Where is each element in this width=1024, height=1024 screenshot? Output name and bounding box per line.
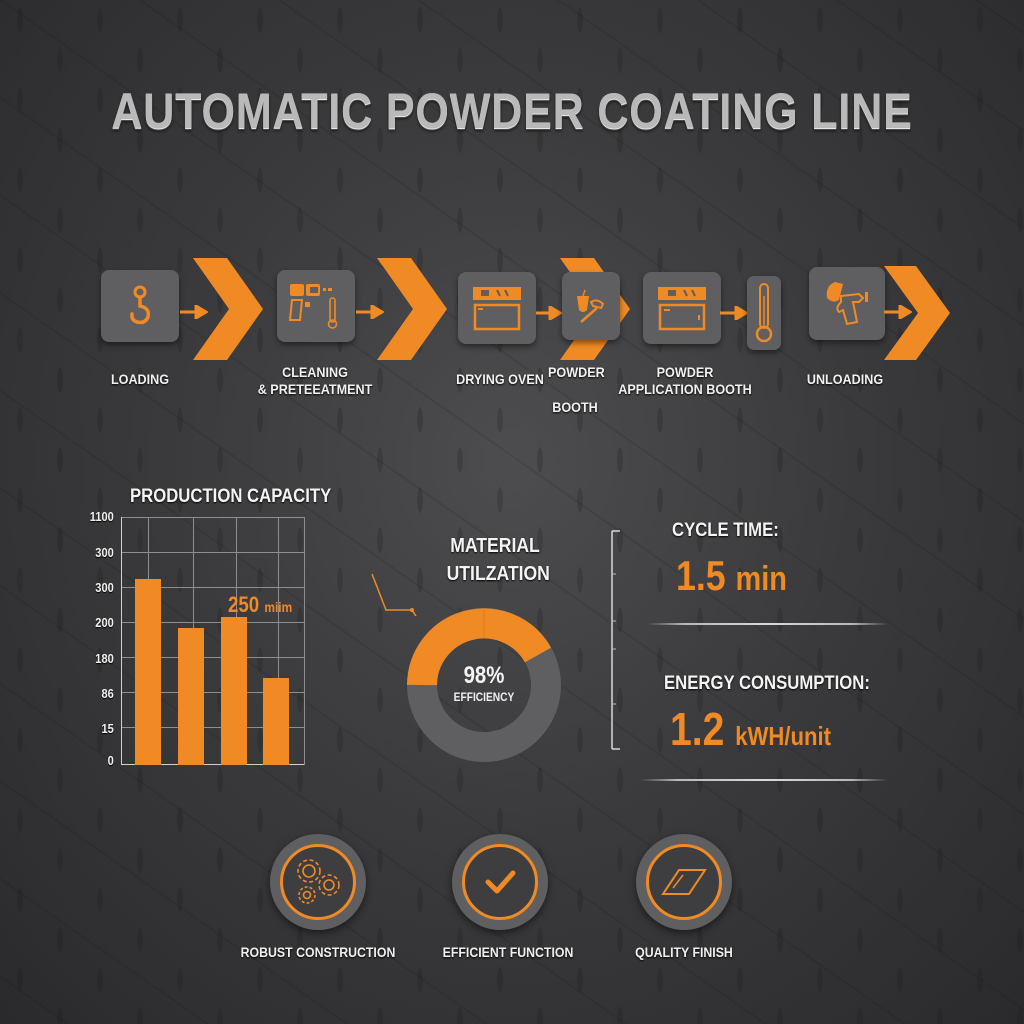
oven-icon	[658, 287, 706, 331]
crane-hook-icon	[130, 285, 151, 325]
chart-plot-area	[121, 517, 305, 765]
energy-consumption-label: ENERGY CONSUMPTION:	[664, 673, 870, 694]
y-tick: 15	[101, 721, 114, 736]
y-tick: 300	[95, 580, 114, 595]
chart-bar[interactable]	[135, 579, 161, 765]
cycle-time-label: CYCLE TIME:	[672, 520, 779, 541]
divider	[640, 779, 888, 781]
step-powder-application-tile[interactable]	[643, 272, 721, 344]
feature-robust-construction[interactable]	[270, 834, 366, 930]
chart-annotation: 250 miim	[228, 592, 293, 617]
powder-booth-icon	[577, 289, 605, 323]
chevron-arrow-icon	[884, 266, 950, 360]
y-tick: 300	[95, 545, 114, 560]
checkmark-icon	[485, 870, 516, 894]
donut-title: MATERIAL UTILZATION	[446, 535, 550, 585]
chart-bar[interactable]	[221, 617, 247, 765]
energy-consumption-value: 1.2 kWH/unit	[670, 703, 831, 755]
flow-arrow-icon	[884, 305, 912, 319]
step-powder-booth-tile[interactable]	[562, 272, 620, 340]
y-tick: 0	[107, 753, 114, 768]
y-tick: 200	[95, 615, 114, 630]
cleaning-equipment-icon	[288, 284, 338, 329]
step-curing-tile[interactable]	[747, 276, 781, 350]
feature-quality-finish[interactable]	[636, 834, 732, 930]
flow-arrow-icon	[356, 305, 384, 319]
step-label-powder-booth: POWDER BOOTH	[548, 364, 605, 415]
feature-label: EFFICIENT FUNCTION	[442, 944, 574, 960]
flow-arrow-icon	[536, 306, 562, 320]
donut-chart[interactable]	[405, 606, 563, 764]
flow-arrow-icon	[720, 306, 748, 320]
donut-center-label: 98% EFFICIENCY	[453, 662, 515, 704]
panel-surface-icon	[661, 869, 707, 895]
step-label-loading: LOADING	[110, 371, 170, 387]
feature-label: ROBUST CONSTRUCTION	[240, 944, 396, 960]
page-title: AUTOMATIC POWDER COATING LINE	[111, 83, 913, 139]
cycle-time-value: 1.5 min	[676, 552, 787, 599]
oven-icon	[473, 287, 521, 331]
pointer-line-icon	[371, 573, 417, 616]
chevron-arrow-icon	[193, 258, 263, 360]
y-tick: 1100	[89, 509, 114, 524]
scale-bracket	[611, 530, 620, 750]
chart-bar[interactable]	[178, 628, 204, 765]
flow-arrow-icon	[180, 305, 208, 319]
chart-title: PRODUCTION CAPACITY	[130, 486, 332, 507]
gears-icon	[297, 859, 340, 904]
chevron-arrow-icon	[377, 258, 447, 360]
step-label-unloading: UNLOADING	[806, 371, 884, 387]
step-label-drying-oven: DRYING OVEN	[456, 371, 544, 387]
thermometer-icon	[755, 283, 773, 343]
step-label-cleaning: CLEANING & PRETEEATMENT	[257, 364, 373, 397]
feature-efficient-function[interactable]	[452, 834, 548, 930]
y-tick: 180	[95, 651, 114, 666]
feature-label: QUALITY FINISH	[635, 944, 733, 960]
chart-bar[interactable]	[263, 678, 289, 765]
step-cleaning-tile[interactable]	[277, 270, 355, 342]
step-drying-oven-tile[interactable]	[458, 272, 536, 344]
spray-gun-icon	[826, 281, 868, 325]
step-loading-tile[interactable]	[101, 270, 179, 342]
step-unloading-tile[interactable]	[809, 267, 885, 340]
y-tick: 86	[101, 686, 114, 701]
step-label-powder-application: POWDER APPLICATION BOOTH	[618, 364, 752, 397]
divider	[648, 623, 888, 625]
